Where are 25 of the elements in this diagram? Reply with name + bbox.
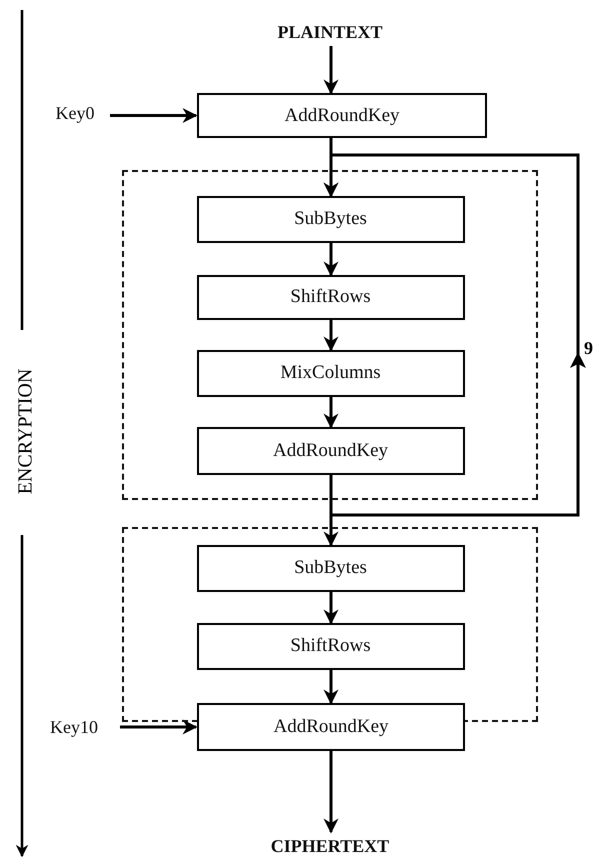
arrow — [324, 670, 338, 704]
node-text: Key0 — [56, 102, 94, 124]
process-box: AddRoundKey — [196, 426, 464, 474]
edge-label: 9 — [584, 338, 593, 359]
process-box: SubBytes — [196, 544, 464, 592]
side-label: ENCRYPTION — [14, 368, 38, 494]
node-text: CIPHERTEXT — [270, 836, 390, 856]
arrow — [324, 320, 338, 352]
process-box: AddRoundKey — [197, 703, 465, 751]
process-box: AddRoundKey — [197, 93, 487, 138]
process-box: ShiftRows — [196, 622, 464, 670]
arrow — [120, 720, 198, 734]
node-text: Key10 — [50, 716, 98, 738]
arrow — [324, 751, 338, 834]
arrow — [324, 46, 338, 94]
arrow — [110, 108, 198, 123]
loop-arrow — [324, 154, 580, 516]
arrow — [324, 243, 338, 276]
node-text: PLAINTEXT — [277, 22, 383, 42]
process-box: ShiftRows — [196, 274, 464, 320]
arrow — [324, 397, 338, 428]
process-box: SubBytes — [196, 196, 464, 242]
arrow — [324, 592, 338, 624]
process-box: MixColumns — [196, 350, 464, 396]
dashed-group-box — [122, 170, 538, 500]
